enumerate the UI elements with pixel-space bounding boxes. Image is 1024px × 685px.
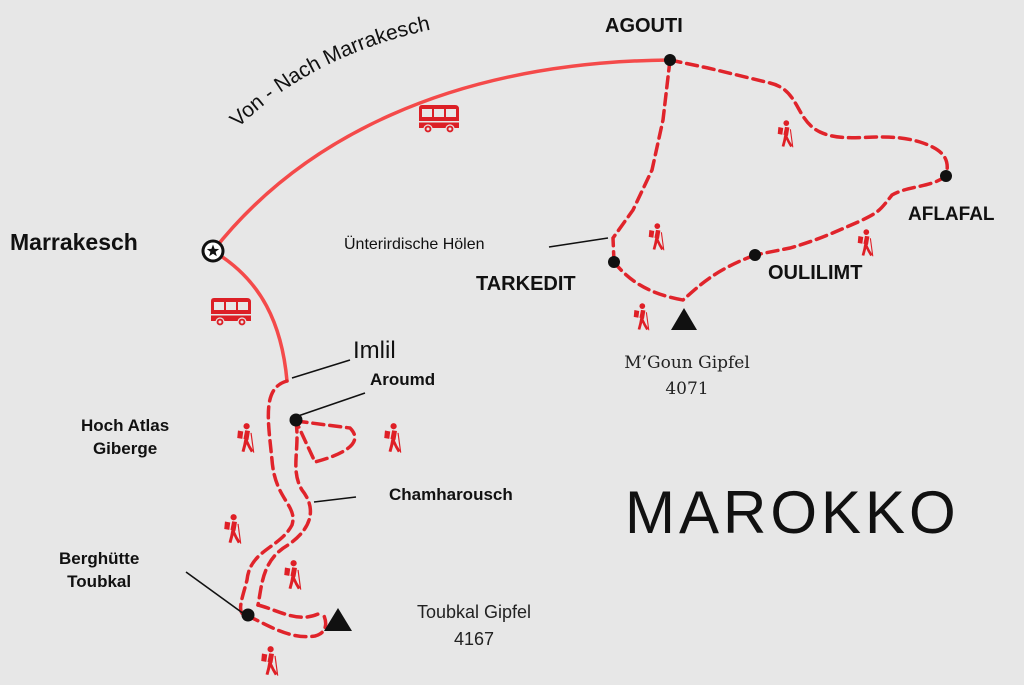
hiker-icon	[384, 423, 402, 453]
peak-icon	[324, 608, 352, 631]
star-marker-icon	[201, 239, 225, 263]
label-berghuette: Berghütte Toubkal	[59, 547, 139, 593]
place-marrakesch: Marrakesch	[10, 229, 138, 255]
place-agouti: AGOUTI	[605, 15, 683, 37]
label-mgoun-peak: M’Goun Gipfel 4071	[612, 350, 762, 402]
place-tarkedit: TARKEDIT	[476, 273, 576, 295]
trail-aroumd-spur	[294, 419, 357, 465]
trail-aflafal-oulilimt	[753, 174, 948, 257]
place-aflafal: AFLAFAL	[908, 204, 995, 225]
map-title: MAROKKO	[625, 479, 960, 546]
trail-agouti-tarkedit	[611, 58, 672, 264]
hiker-icon	[284, 560, 302, 590]
marker-oulilimt	[749, 249, 761, 261]
trail-imlil-toubkal-outer	[238, 379, 295, 618]
leader-aroumd	[297, 392, 366, 417]
trail-hut-peak-inner	[256, 603, 324, 619]
bus-icon	[211, 298, 251, 327]
hiker-icon	[261, 646, 279, 676]
leader-berghuette	[185, 571, 245, 615]
drive-route	[211, 58, 672, 253]
trail-hut-peak	[246, 610, 328, 639]
marker-aflafal	[940, 170, 952, 182]
label-hoch-atlas-line1: Hoch Atlas	[81, 416, 170, 435]
hiker-icon	[237, 423, 255, 453]
mgoun-peak-altitude: 4071	[665, 379, 709, 399]
toubkal-peak-name: Toubkal Gipfel	[416, 602, 532, 622]
leader-hoehlen	[548, 237, 609, 248]
trail-oulilimt-peak	[681, 253, 757, 302]
trail-agouti-aflafal	[668, 58, 949, 178]
hiker-icon	[633, 303, 650, 331]
place-oulilimt: OULILIMT	[768, 262, 863, 284]
label-toubkal-peak: Toubkal Gipfel 4167	[388, 599, 560, 653]
label-berghuette-line1: Berghütte	[59, 549, 140, 568]
label-hoch-atlas: Hoch Atlas Giberge	[81, 414, 169, 460]
hiker-icon	[224, 514, 242, 544]
hiker-icon	[777, 120, 794, 148]
trail-aroumd-loop	[256, 419, 313, 607]
bus-icon	[419, 105, 459, 134]
hiker-icon	[857, 229, 874, 257]
drive-route-south	[211, 249, 289, 383]
mgoun-peak-name: M’Goun Gipfel	[624, 353, 750, 373]
marker-aroumd	[289, 413, 303, 427]
leader-imlil	[291, 359, 351, 379]
hiker-icon	[648, 223, 665, 251]
trail-tarkedit-peak	[612, 260, 685, 302]
label-berghuette-line2: Toubkal	[67, 572, 132, 591]
route-label: Von - Nach Marrakesch	[226, 12, 432, 132]
label-hoch-atlas-line2: Giberge	[92, 439, 158, 458]
marker-tarkedit	[608, 256, 620, 268]
peak-icon	[671, 308, 697, 330]
label-hoehlen: Ünterirdische Hölen	[344, 236, 485, 253]
marker-agouti	[664, 54, 676, 66]
place-aroumd: Aroumd	[370, 370, 436, 389]
toubkal-peak-altitude: 4167	[453, 629, 495, 649]
leader-chamharousch	[313, 496, 357, 503]
place-imlil: Imlil	[353, 337, 396, 364]
place-chamharousch: Chamharousch	[389, 485, 513, 504]
marker-berghuette	[241, 608, 255, 622]
